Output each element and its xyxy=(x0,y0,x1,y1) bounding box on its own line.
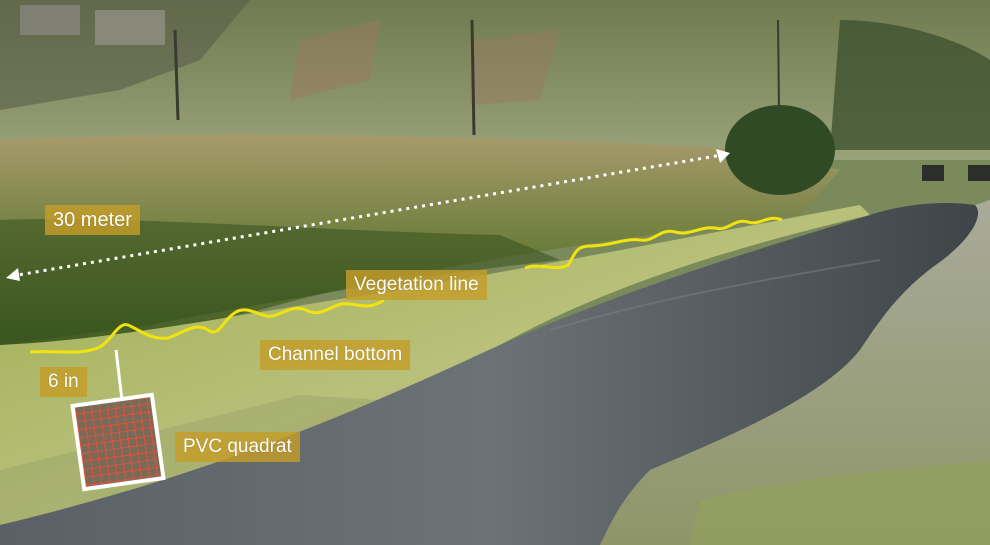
utility-pole xyxy=(777,19,780,111)
quadrat-pointer xyxy=(114,349,124,401)
pvc-quadrat-label: PVC quadrat xyxy=(175,432,300,462)
vegetation-line xyxy=(29,216,783,354)
house xyxy=(20,5,80,35)
bench xyxy=(968,165,990,181)
trees-right xyxy=(830,20,990,150)
utility-pole xyxy=(470,19,476,136)
distance-label: 30 meter xyxy=(45,205,140,235)
utility-pole xyxy=(173,29,180,121)
bare-slope xyxy=(290,20,380,100)
shrub xyxy=(725,105,835,195)
dotted-double-arrow-icon xyxy=(6,149,730,281)
house xyxy=(95,10,165,45)
bare-slope xyxy=(470,30,560,105)
bench xyxy=(922,165,944,181)
right-bank xyxy=(600,200,990,545)
spacing-label: 6 in xyxy=(40,367,87,397)
dense-vegetation xyxy=(0,218,560,345)
channel-bottom-label: Channel bottom xyxy=(260,340,411,370)
algae-patch xyxy=(0,395,380,530)
grid-square-icon xyxy=(70,392,166,492)
vegetation-line-label: Vegetation line xyxy=(346,270,487,300)
water-reflection xyxy=(549,259,881,331)
algae-patch-right xyxy=(690,460,990,545)
